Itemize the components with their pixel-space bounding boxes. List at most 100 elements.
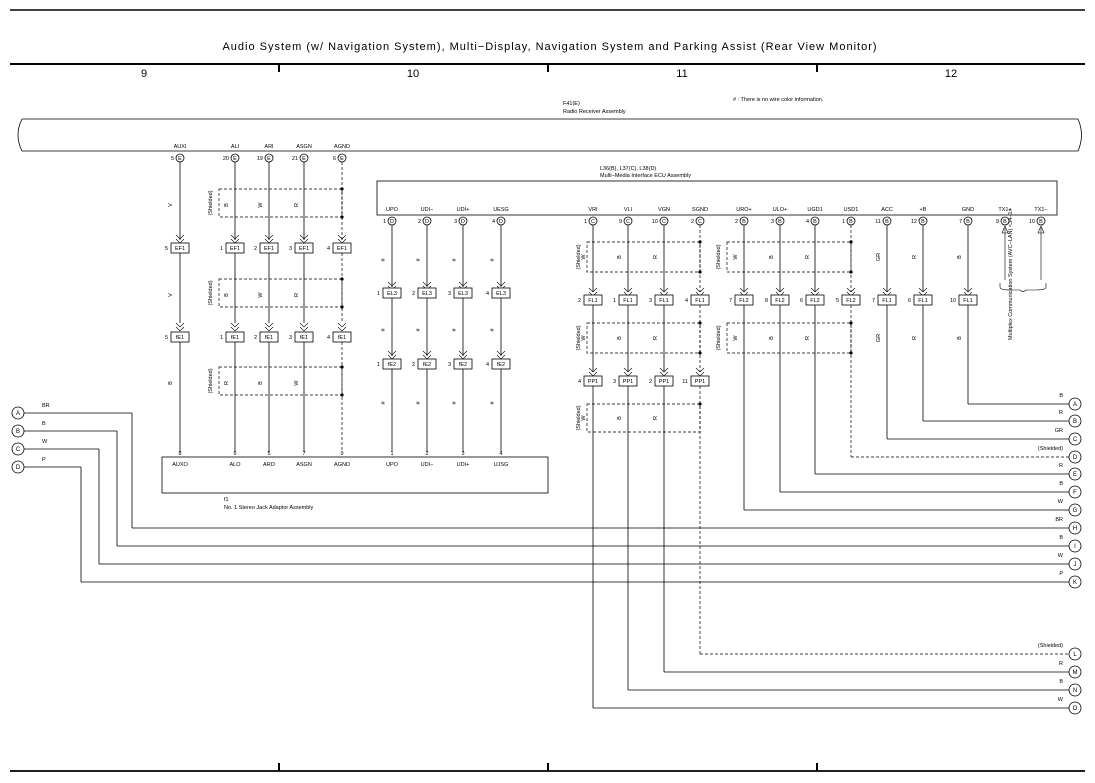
shield-c-3 bbox=[586, 403, 701, 433]
conn-fe1-0-label: fE1 bbox=[176, 335, 184, 341]
ecu-b-name-3: USD1 bbox=[844, 207, 859, 213]
ecu-c-pin-0-pin: 1 bbox=[584, 219, 587, 225]
conn-pp1-1-pin: 3 bbox=[613, 379, 616, 385]
ecu-b-pin-6-letter: B bbox=[966, 219, 970, 225]
hash-a-1: # bbox=[416, 258, 422, 262]
conn-fe2-1-label: fE2 bbox=[423, 362, 431, 368]
conn-ef1-3-label: EF1 bbox=[299, 246, 309, 252]
term-right-color-C: GR bbox=[1055, 428, 1063, 434]
shield-radio-3-label: (Shielded) bbox=[208, 368, 214, 393]
hash-a-2: # bbox=[452, 258, 458, 262]
section-11: 11 bbox=[676, 68, 687, 80]
jack-pin-no-5: 1 bbox=[390, 451, 393, 457]
conn-ef1-4-pin: 4 bbox=[327, 246, 330, 252]
ecu-b-name-6: GND bbox=[962, 207, 974, 213]
shield-c-1-label: (Shielded) bbox=[576, 244, 582, 269]
conn-fl2-2-pin: 6 bbox=[800, 298, 803, 304]
conn-fl2-0-label: FL2 bbox=[739, 298, 748, 304]
conn-fe2-0-label: fE2 bbox=[388, 362, 396, 368]
ecu-c-color-c-1: B bbox=[617, 416, 623, 420]
hash-c-1: # bbox=[416, 401, 422, 405]
radio-arrow-b-3 bbox=[299, 322, 309, 332]
ecu-b-name-0: URO+ bbox=[736, 207, 751, 213]
conn-fe1-4-label: fE1 bbox=[338, 335, 346, 341]
radio-color-a-1: B bbox=[224, 203, 230, 207]
ecu-c-color-a-2: R bbox=[653, 255, 659, 259]
ecu-c-color-b-0: W bbox=[581, 335, 587, 341]
term-right-H-letter: H bbox=[1073, 526, 1077, 532]
right-color-a-0: GR bbox=[876, 253, 882, 261]
conn-pp1-0-label: PP1 bbox=[588, 379, 598, 385]
shield-b-1 bbox=[726, 241, 852, 273]
ecu-c-name-2: VGN bbox=[658, 207, 670, 213]
term-left-D-letter: D bbox=[16, 465, 21, 471]
shield-dot-b-1 bbox=[849, 270, 853, 274]
conn-el3-3-label: EL3 bbox=[496, 291, 506, 297]
ecu-b-pin-5-pin: 12 bbox=[911, 219, 917, 225]
hash-b-2: # bbox=[452, 328, 458, 332]
ecu-d-pin-0-letter: D bbox=[390, 219, 394, 225]
term-right-color-D: (Shielded) bbox=[1038, 446, 1063, 452]
radio-pin-0-letter: E bbox=[178, 156, 182, 162]
conn-el3-3-pin: 4 bbox=[486, 291, 489, 297]
jack-pin-name-6: UDI− bbox=[421, 462, 434, 468]
radio-arrow-b-4 bbox=[337, 322, 347, 332]
radio-pin-name-2: ARI bbox=[264, 144, 274, 150]
ecu-c-arrow-b-3 bbox=[695, 367, 705, 377]
radio-color-a-3: R bbox=[294, 203, 300, 207]
ecu-b-pin-7-pin: 9 bbox=[996, 219, 999, 225]
jack-pin-name-1: ALO bbox=[229, 462, 241, 468]
conn-fe2-2-label: fE2 bbox=[459, 362, 467, 368]
conn-fl2-2-label: FL2 bbox=[810, 298, 819, 304]
jack-box bbox=[161, 456, 549, 494]
radio-pin-2-pin: 19 bbox=[257, 156, 263, 162]
ecu-b-name-8: TX1− bbox=[1034, 207, 1047, 213]
ecu-c-pin-2-pin: 10 bbox=[652, 219, 658, 225]
jack-pin-no-0: 8 bbox=[178, 451, 181, 457]
shield-c-2-label: (Shielded) bbox=[576, 325, 582, 350]
ecu-c-pin-3-letter: C bbox=[698, 219, 702, 225]
radio-pin-4-pin: 6 bbox=[333, 156, 336, 162]
shield-dot-c-1 bbox=[698, 270, 702, 274]
ecu-c-name-1: VLI bbox=[624, 207, 633, 213]
term-right-color-B: R bbox=[1059, 410, 1063, 416]
ecu-b-pin-1-pin: 3 bbox=[771, 219, 774, 225]
generated-diagram-layer: AUXIE5ALIE20ARIE19ASGNE21AGNDE6EF15fE15E… bbox=[11, 144, 1082, 715]
ecu-b-name-5: +B bbox=[920, 207, 927, 213]
shield-b-2 bbox=[726, 322, 852, 354]
conn-fl2-1-pin: 8 bbox=[765, 298, 768, 304]
term-right-A-letter: A bbox=[1073, 402, 1077, 408]
ecu-d-pin-2-letter: D bbox=[461, 219, 465, 225]
ecu-d-pin-1-letter: D bbox=[425, 219, 429, 225]
term-right-color-M: R bbox=[1059, 661, 1063, 667]
ecu-b-name-1: ULO+ bbox=[773, 207, 788, 213]
diagram-title: Audio System (w/ Navigation System), Mul… bbox=[222, 41, 877, 53]
radio-color-b-1: B bbox=[224, 293, 230, 297]
ecu-b-color-a-2: R bbox=[805, 255, 811, 259]
ecu-b-pin-8-letter: B bbox=[1039, 219, 1043, 225]
conn-fl2-1-label: FL2 bbox=[775, 298, 784, 304]
conn-fl1b-1-label: FL1 bbox=[918, 298, 927, 304]
conn-pp1-0-pin: 4 bbox=[578, 379, 581, 385]
jack-pin-no-3: 7 bbox=[302, 451, 305, 457]
term-right-C-letter: C bbox=[1073, 437, 1078, 443]
conn-fl1a-2-pin: 3 bbox=[649, 298, 652, 304]
term-right-color-A: B bbox=[1059, 393, 1063, 399]
radio-color-b-2: W bbox=[258, 292, 264, 298]
ecu-b-name-2: UGD1 bbox=[807, 207, 822, 213]
shield-radio-1 bbox=[218, 188, 343, 218]
conn-fe1-3-pin: 3 bbox=[289, 335, 292, 341]
jack-ref: f1 bbox=[224, 497, 229, 503]
jack-pin-no-7: 3 bbox=[461, 451, 464, 457]
conn-pp1-3-label: PP1 bbox=[695, 379, 705, 385]
conn-fe1-2-pin: 2 bbox=[254, 335, 257, 341]
conn-fe1-2-label: fE1 bbox=[265, 335, 273, 341]
radio-color-c-3: W bbox=[294, 380, 300, 386]
radio-pin-name-0: AUXI bbox=[174, 144, 187, 150]
radio-arrow-b-0 bbox=[175, 322, 185, 332]
conn-fl1b-2-pin: 10 bbox=[950, 298, 956, 304]
radio-arrow-b-1 bbox=[230, 322, 240, 332]
shield-dot-r-4 bbox=[340, 365, 344, 369]
term-right-color-F: B bbox=[1059, 481, 1063, 487]
conn-fe2-1-pin: 2 bbox=[412, 362, 415, 368]
